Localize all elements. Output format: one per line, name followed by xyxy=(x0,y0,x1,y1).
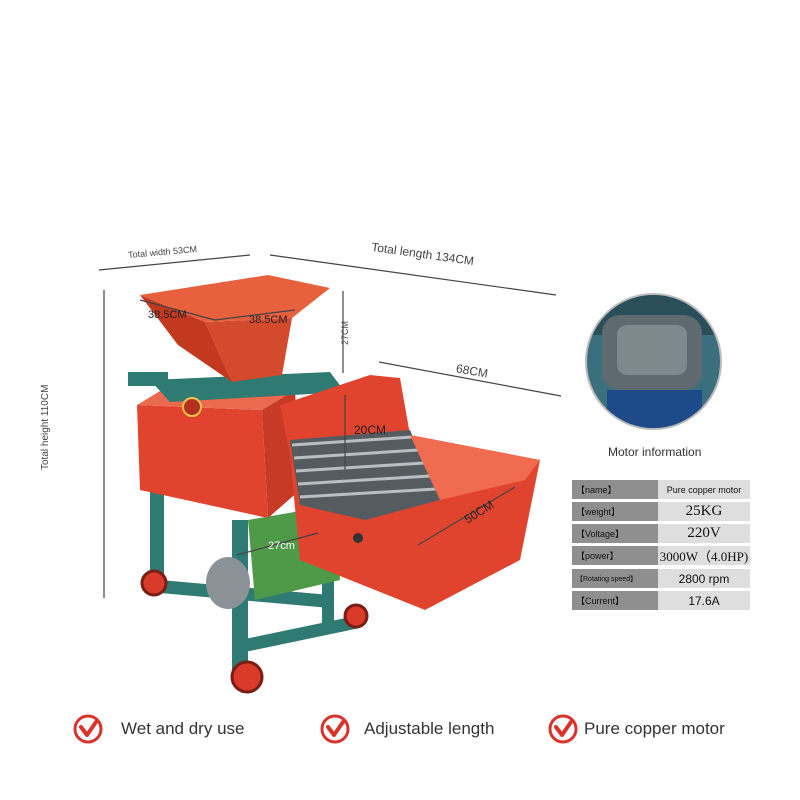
spec-value: 17.6A xyxy=(658,591,750,610)
spec-label: 【name】 xyxy=(572,480,658,499)
motor-photo xyxy=(585,293,722,430)
spec-row-name: 【name】 Pure copper motor xyxy=(572,480,750,499)
inner-height-label: 20CM xyxy=(354,423,387,437)
spec-row-speed: 【Rotating speed】 2800 rpm xyxy=(572,569,750,588)
feature-item: Wet and dry use xyxy=(73,714,244,744)
dimension-lines xyxy=(98,254,562,598)
hopper-b-label: 38.5CM xyxy=(249,314,288,326)
motor xyxy=(206,557,250,609)
feature-label: Wet and dry use xyxy=(121,719,245,738)
spec-row-current: 【Current】 17.6A xyxy=(572,591,750,610)
machine-body xyxy=(137,405,268,518)
feature-label: Pure copper motor xyxy=(584,719,725,738)
spec-label: 【power】 xyxy=(572,546,658,565)
hopper-a-label: 38.5CM xyxy=(148,309,187,321)
spec-row-power: 【power】 3000W（4.0HP) xyxy=(572,546,750,565)
total-height-label: Total height 110CM xyxy=(40,384,51,470)
spec-label: 【Rotating speed】 xyxy=(572,569,658,588)
spec-value: Pure copper motor xyxy=(658,480,750,499)
check-icon xyxy=(73,714,103,744)
feature-label: Adjustable length xyxy=(364,719,495,738)
spec-row-weight: 【weight】 25KG xyxy=(572,502,750,521)
feature-item: Pure copper motor xyxy=(548,714,725,744)
hopper xyxy=(140,275,330,322)
control-panel xyxy=(150,372,345,402)
check-icon xyxy=(320,714,350,744)
motor-caption: Motor information xyxy=(608,445,702,459)
spec-value: 2800 rpm xyxy=(658,569,750,588)
spec-row-voltage: 【Voltage】 220V xyxy=(572,524,750,543)
spec-label: 【weight】 xyxy=(572,502,658,521)
check-icon xyxy=(548,714,578,744)
spec-label: 【Current】 xyxy=(572,591,658,610)
base-width-label: 27cm xyxy=(268,540,295,552)
feature-item: Adjustable length xyxy=(320,714,494,744)
spec-value: 220V xyxy=(658,524,750,543)
wheels xyxy=(140,569,369,694)
hopper-height-label: 27CM xyxy=(340,320,350,345)
spec-value: 25KG xyxy=(658,502,750,521)
spec-label: 【Voltage】 xyxy=(572,524,658,543)
spec-value: 3000W（4.0HP) xyxy=(658,546,750,565)
